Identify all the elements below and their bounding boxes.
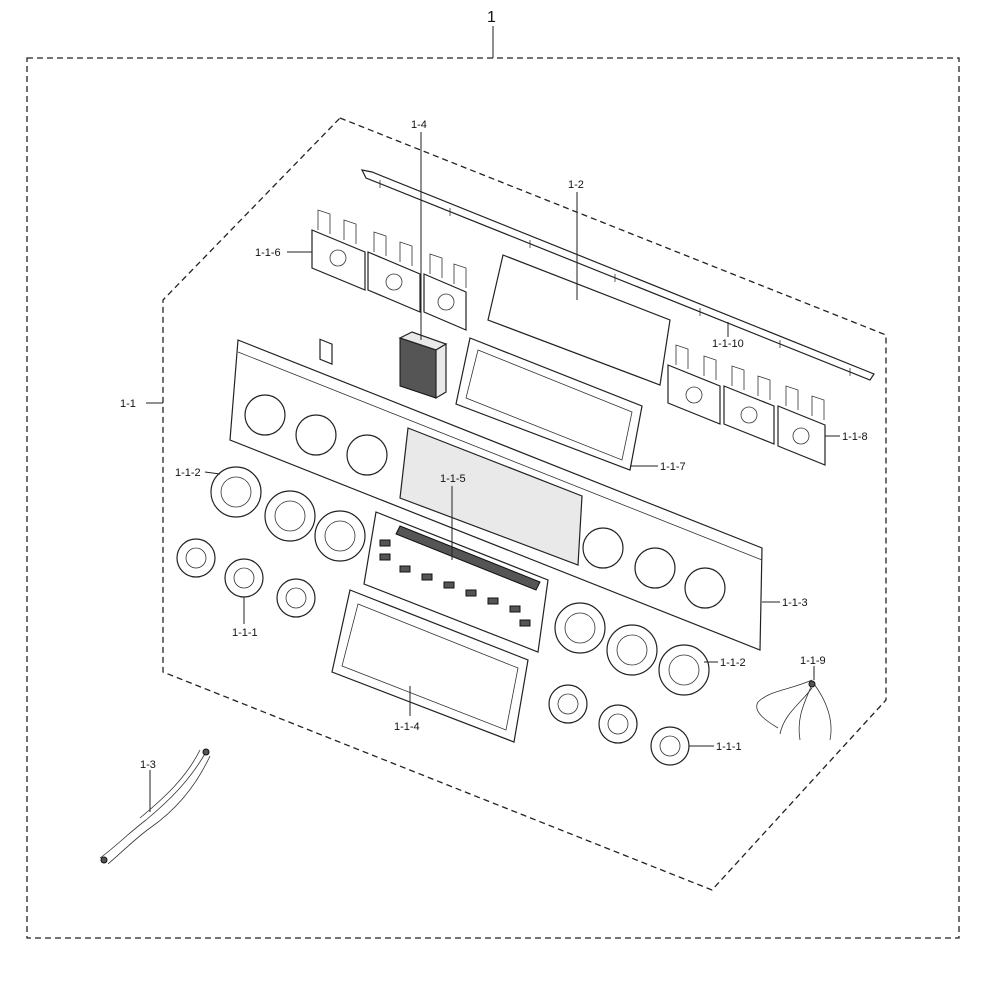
label-1-1-4: 1-1-4 [394,721,420,733]
cover-panel [487,254,671,386]
control-module [398,331,448,400]
right-switch-brackets [667,344,826,466]
knob-bezels-right [554,602,710,696]
label-1-2: 1-2 [568,179,584,191]
label-1-1-2-left: 1-1-2 [175,467,201,479]
label-1-1-8: 1-1-8 [842,431,868,443]
wire-harness-large [99,748,211,865]
label-1-1-6: 1-1-6 [255,247,281,259]
left-switch-brackets [311,209,467,365]
label-1-4: 1-4 [411,119,427,131]
leader-1-1-2-left [204,471,221,475]
knob-bezels-left [210,466,366,562]
knobs-left [176,538,316,618]
label-1-3: 1-3 [140,759,156,771]
label-1-1-5: 1-1-5 [440,473,466,485]
touch-control-board [363,511,549,653]
label-1-1-2-right: 1-1-2 [720,657,746,669]
label-assembly: 1 [487,9,496,26]
wire-harness-small [756,679,832,741]
main-control-panel [229,339,763,651]
display-frame [455,337,643,471]
sub-assembly-boundary [162,117,887,891]
label-1-1-9: 1-1-9 [800,655,826,667]
label-1-1-1-left: 1-1-1 [232,627,258,639]
knobs-right [548,684,690,766]
label-1-1: 1-1 [120,398,136,410]
lower-frame [331,589,529,743]
top-rail [360,169,875,381]
label-1-1-1-right: 1-1-1 [716,741,742,753]
label-1-1-7: 1-1-7 [660,461,686,473]
label-1-1-10: 1-1-10 [712,338,744,350]
label-1-1-3: 1-1-3 [782,597,808,609]
